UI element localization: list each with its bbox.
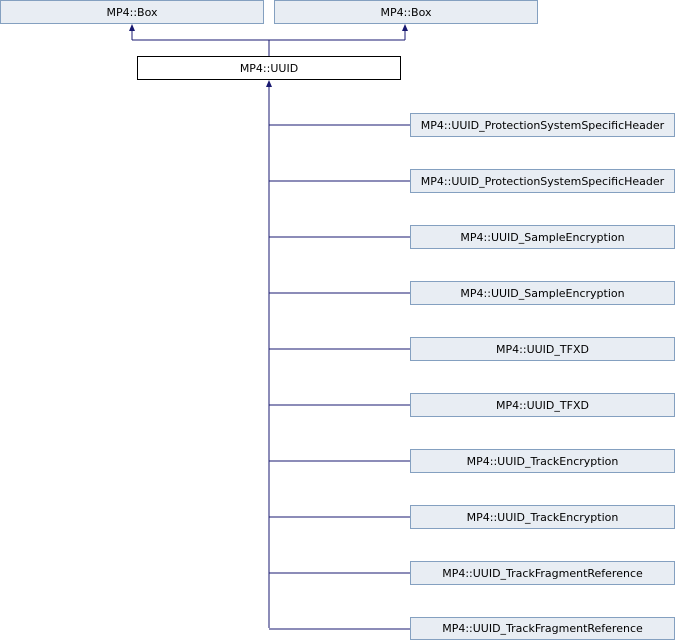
derived-class-box[interactable]: MP4::UUID_ProtectionSystemSpecificHeader <box>410 113 675 137</box>
base-class-box-1[interactable]: MP4::Box <box>0 0 264 24</box>
base-class-box-2[interactable]: MP4::Box <box>274 0 538 24</box>
focus-class-box: MP4::UUID <box>137 56 401 80</box>
arrowhead-base-left <box>129 24 135 31</box>
derived-class-box[interactable]: MP4::UUID_SampleEncryption <box>410 225 675 249</box>
derived-class-box[interactable]: MP4::UUID_TFXD <box>410 393 675 417</box>
arrowhead-uuid <box>266 80 272 87</box>
derived-class-box[interactable]: MP4::UUID_TrackEncryption <box>410 449 675 473</box>
derived-class-box[interactable]: MP4::UUID_ProtectionSystemSpecificHeader <box>410 169 675 193</box>
derived-class-box[interactable]: MP4::UUID_TrackFragmentReference <box>410 617 675 640</box>
derived-class-box[interactable]: MP4::UUID_TrackFragmentReference <box>410 561 675 585</box>
derived-class-box[interactable]: MP4::UUID_SampleEncryption <box>410 281 675 305</box>
derived-class-box[interactable]: MP4::UUID_TFXD <box>410 337 675 361</box>
derived-class-box[interactable]: MP4::UUID_TrackEncryption <box>410 505 675 529</box>
arrowhead-base-right <box>402 24 408 31</box>
